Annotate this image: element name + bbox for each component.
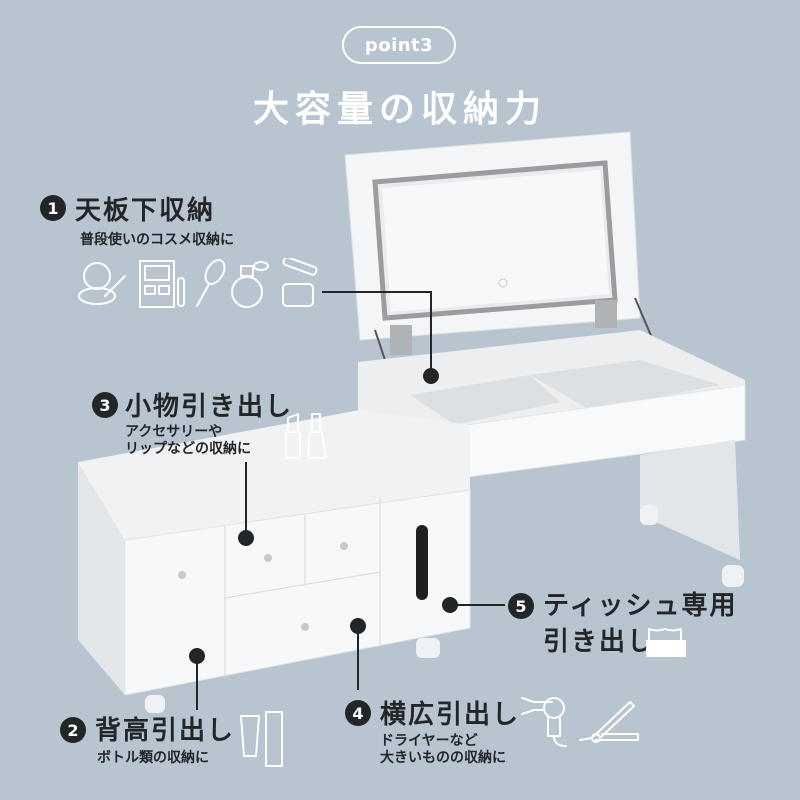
callout-4-dot (350, 618, 366, 634)
callout-3-dot (238, 530, 254, 546)
callout-5-number: 5 (508, 593, 534, 619)
callout-2-number: 2 (60, 717, 86, 743)
callout-1-leader-h (322, 291, 432, 293)
callout-4-heading: 横広引出し (380, 700, 521, 730)
callout-3-sub: アクセサリーや リップなどの収納に (125, 424, 251, 457)
callout-3-number: 3 (92, 392, 118, 418)
callout-4-number: 4 (345, 700, 371, 726)
callout-4-leader (357, 620, 359, 690)
callout-4-sub: ドライヤーなど 大きいものの収納に (380, 733, 506, 766)
callout-5-leader (455, 604, 505, 606)
eyeshadow-palette-icon (139, 260, 185, 308)
callout-5-dot (442, 597, 458, 613)
styling-tools-icons (521, 697, 639, 747)
spray-bottle-icon (265, 711, 283, 767)
callout-1-heading: 天板下収納 (75, 196, 216, 226)
bottle-icons (240, 711, 283, 767)
cosmetics-icon-row (78, 258, 318, 308)
page-title: 大容量の収納力 (252, 89, 547, 130)
cream-jar-icon (282, 258, 318, 307)
nail-polish-icon (307, 413, 327, 459)
callout-2-sub: ボトル類の収納に (97, 750, 209, 766)
callout-2-leader (196, 660, 198, 710)
callout-1-number: 1 (40, 195, 66, 221)
callout-1-sub: 普段使いのコスメ収納に (80, 232, 234, 248)
callout-1-leader-v (430, 291, 432, 376)
lipstick-icon (285, 413, 301, 459)
point-badge: point3 (342, 26, 456, 64)
compact-mirror-icon (78, 262, 126, 305)
callout-2-heading: 背高引出し (95, 716, 236, 746)
callout-3-leader (245, 462, 247, 537)
hair-dryer-icon (521, 697, 567, 747)
hairbrush-icon (196, 259, 226, 307)
lip-nail-icons (285, 413, 327, 459)
callout-3-heading: 小物引き出し (125, 392, 294, 422)
tissue-box-icon (646, 628, 686, 657)
tube-icon (240, 715, 260, 757)
callout-5-heading: ティッシュ専用 引き出し (543, 591, 738, 657)
perfume-bottle-icon (231, 261, 269, 308)
callout-1-dot (423, 368, 439, 384)
callout-2-dot (189, 648, 205, 664)
hair-iron-icon (579, 701, 639, 743)
